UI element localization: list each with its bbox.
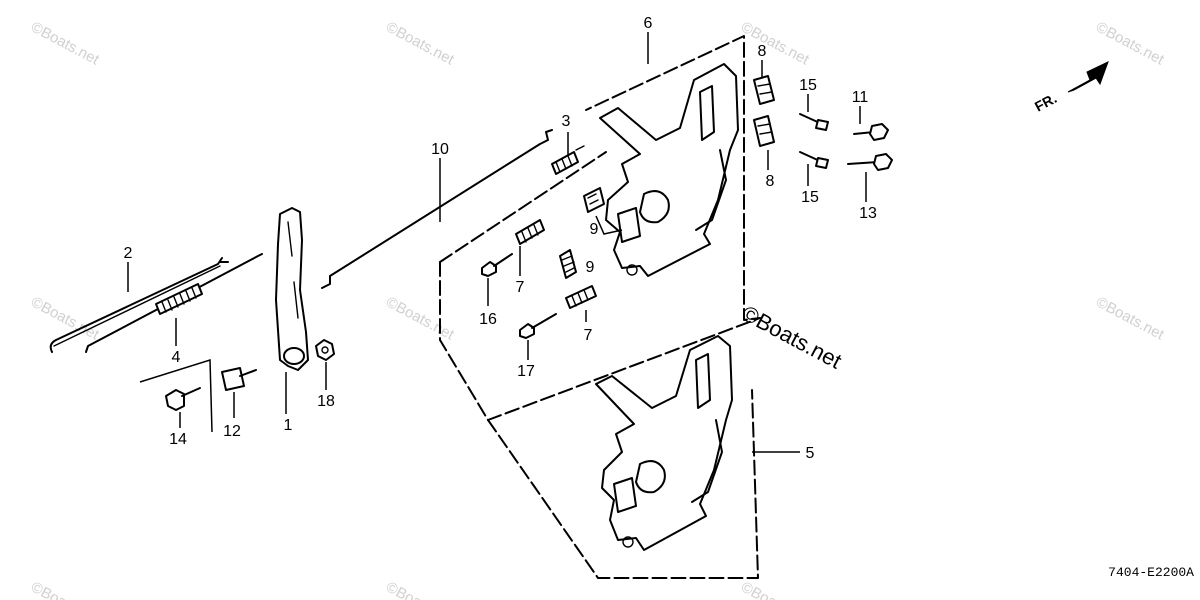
- callout-10: 10: [431, 141, 449, 158]
- callout-9: 9: [590, 221, 599, 238]
- part-9-springs: [559, 187, 605, 279]
- part-14-bolt: [165, 387, 201, 411]
- callout-15: 15: [799, 77, 817, 94]
- watermark-faint: ©Boats.net: [383, 579, 457, 600]
- callout-6: 6: [644, 15, 653, 32]
- watermark-layer: ©Boats.net ©Boats.net ©Boats.net ©Boats.…: [28, 19, 1167, 600]
- callout-8: 8: [758, 43, 767, 60]
- part-10-rod: [321, 129, 553, 289]
- callout-3: 3: [562, 113, 571, 130]
- watermark-faint: ©Boats.net: [383, 19, 457, 69]
- part-13-bolt: [847, 153, 893, 171]
- callout-15: 15: [801, 189, 819, 206]
- callout-18: 18: [317, 393, 335, 410]
- part-18-nut: [315, 339, 335, 361]
- watermark-faint: ©Boats.net: [1093, 19, 1167, 69]
- callout-16: 16: [479, 311, 497, 328]
- callout-9: 9: [586, 259, 595, 276]
- part-16-screw: [481, 253, 513, 277]
- part-5-bracket-assembly: [595, 335, 733, 551]
- part-8-clips: [753, 75, 775, 147]
- callout-8: 8: [766, 173, 775, 190]
- callout-5: 5: [806, 445, 815, 462]
- front-direction-arrow-icon: FR.: [1032, 61, 1109, 115]
- part-1-arm: [275, 207, 309, 371]
- assembly-6-outline-top: [439, 151, 607, 263]
- part-17-screw: [519, 313, 557, 339]
- callout-12: 12: [223, 423, 241, 440]
- watermark-faint: ©Boats.net: [28, 579, 102, 600]
- callout-11: 11: [852, 89, 869, 106]
- part-7-springs: [515, 219, 597, 309]
- watermark-faint: ©Boats.net: [28, 19, 102, 69]
- part-11-bolt: [853, 123, 889, 141]
- leader-lines: [127, 32, 867, 453]
- part-12-block: [221, 367, 257, 391]
- watermark-faint: ©Boats.net: [383, 294, 457, 344]
- front-direction-label: FR.: [1032, 90, 1059, 115]
- part-2-rod: [49, 257, 229, 353]
- watermark-main: ©Boats.net: [738, 300, 846, 373]
- assembly-5-outline: [487, 389, 759, 579]
- callout-14: 14: [169, 431, 187, 448]
- watermark-faint: ©Boats.net: [1093, 294, 1167, 344]
- part-6-bracket-assembly: [599, 63, 739, 277]
- callout-7: 7: [516, 279, 525, 296]
- callout-17: 17: [517, 363, 535, 380]
- watermark-faint: ©Boats.net: [738, 579, 812, 600]
- assembly-6-outline: [439, 35, 761, 421]
- callout-2: 2: [124, 245, 133, 262]
- callout-4: 4: [172, 349, 181, 366]
- part-4-rod-spring: [85, 253, 263, 353]
- part-15-screws: [799, 113, 829, 169]
- drawing-code: 7404-E2200A: [1108, 565, 1194, 580]
- callout-7: 7: [584, 327, 593, 344]
- watermark-faint: ©Boats.net: [738, 19, 812, 69]
- callout-1: 1: [284, 417, 293, 434]
- group-bracket: [139, 358, 213, 433]
- part-3-spring: [551, 145, 585, 175]
- callout-13: 13: [859, 205, 877, 222]
- callouts: 1 2 3 4 5 6 7 7 8 8 9 9 10 11 12 13 14 1…: [124, 15, 877, 462]
